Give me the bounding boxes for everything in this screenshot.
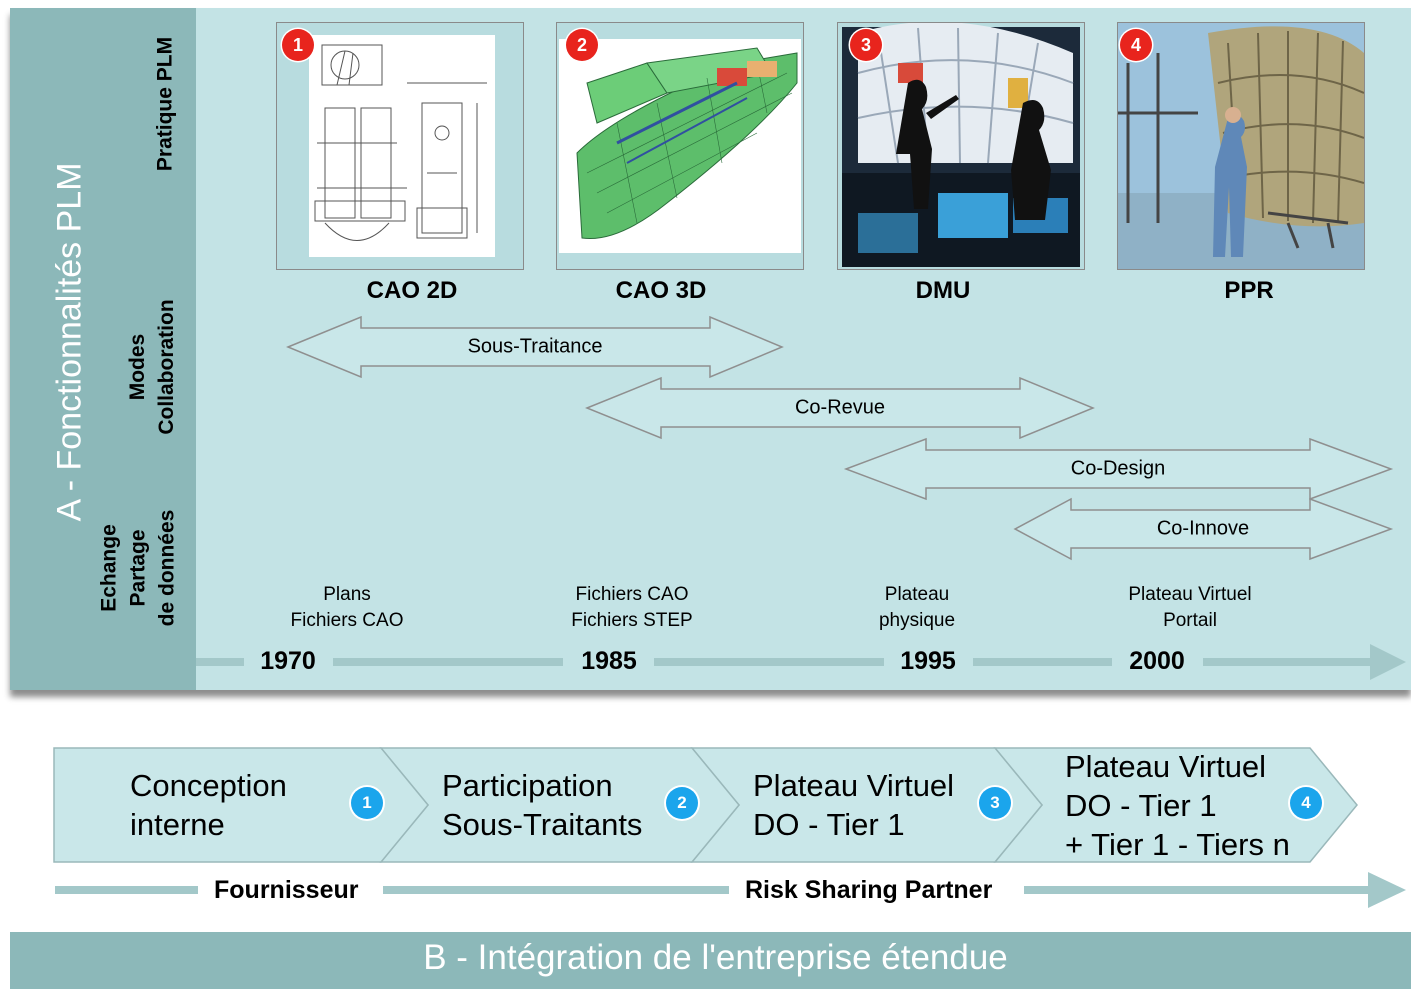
year-2000: 2000 bbox=[1129, 647, 1185, 675]
step-1-line1: Conception bbox=[130, 768, 287, 803]
arrow-co-design bbox=[843, 437, 1394, 501]
year-1985: 1985 bbox=[581, 647, 637, 675]
exchange-2000: Plateau Virtuel Portail bbox=[1080, 582, 1300, 634]
mode-co-design: Co-Design bbox=[1070, 457, 1166, 480]
arrow-co-innove bbox=[1013, 497, 1394, 561]
stage-4-badge: 4 bbox=[1120, 29, 1152, 61]
exchange-1985: Fichiers CAO Fichiers STEP bbox=[522, 582, 742, 634]
mode-co-revue: Co-Revue bbox=[794, 396, 886, 419]
step-3-badge: 3 bbox=[979, 787, 1011, 819]
exchange-1995: Plateau physique bbox=[807, 582, 1027, 634]
ppr-image: 4 bbox=[1117, 22, 1365, 270]
exchange-2000-line1: Plateau Virtuel bbox=[1128, 584, 1252, 605]
exchange-1985-line2: Fichiers STEP bbox=[571, 610, 693, 631]
timeline-label-risk-sharing-partner: Risk Sharing Partner bbox=[745, 876, 993, 904]
step-3-text: Plateau Virtuel DO - Tier 1 bbox=[753, 766, 954, 844]
step-3-line1: Plateau Virtuel bbox=[753, 768, 955, 803]
cao-3d-image: 2 bbox=[556, 22, 804, 270]
exchange-1995-line1: Plateau bbox=[884, 584, 950, 605]
step-1-line2: interne bbox=[130, 807, 225, 842]
step-4-text: Plateau Virtuel DO - Tier 1 + Tier 1 - T… bbox=[1065, 747, 1290, 864]
year-1995: 1995 bbox=[900, 647, 956, 675]
cao-2d-image: 1 bbox=[276, 22, 524, 270]
step-4-line1: Plateau Virtuel bbox=[1065, 749, 1267, 784]
mode-co-innove: Co-Innove bbox=[1156, 517, 1250, 540]
exchange-1985-line1: Fichiers CAO bbox=[575, 584, 689, 605]
year-1970: 1970 bbox=[260, 647, 316, 675]
step-2-badge: 2 bbox=[666, 787, 698, 819]
exchange-1970: Plans Fichiers CAO bbox=[237, 582, 457, 634]
stage-label-cao-2d: CAO 2D bbox=[366, 277, 458, 304]
arrow-co-revue bbox=[585, 376, 1095, 440]
stage-label-ppr: PPR bbox=[1224, 277, 1274, 304]
stage-2-badge: 2 bbox=[566, 29, 598, 61]
step-2-line2: Sous-Traitants bbox=[442, 807, 643, 842]
dmu-image: 3 bbox=[837, 22, 1085, 270]
timeline-label-fournisseur: Fournisseur bbox=[214, 876, 359, 904]
exchange-2000-line2: Portail bbox=[1163, 610, 1217, 631]
stage-3-badge: 3 bbox=[850, 29, 882, 61]
panel-b-title: B - Intégration de l'entreprise étendue bbox=[423, 938, 1008, 977]
step-2-line1: Participation bbox=[442, 768, 613, 803]
step-1-badge: 1 bbox=[351, 787, 383, 819]
panel-b-footer bbox=[10, 932, 1411, 989]
mode-sous-traitance: Sous-Traitance bbox=[467, 335, 603, 358]
exchange-1970-line2: Fichiers CAO bbox=[290, 610, 404, 631]
step-4-badge: 4 bbox=[1290, 787, 1322, 819]
step-4-line2: DO - Tier 1 bbox=[1065, 788, 1217, 823]
stage-label-cao-3d: CAO 3D bbox=[615, 277, 707, 304]
panel-a-sidebar bbox=[10, 8, 196, 690]
stage-label-dmu: DMU bbox=[915, 277, 971, 304]
exchange-1970-line1: Plans bbox=[323, 584, 371, 605]
step-4-line3: + Tier 1 - Tiers n bbox=[1065, 827, 1290, 862]
stage-1-badge: 1 bbox=[282, 29, 314, 61]
exchange-1995-line2: physique bbox=[878, 610, 956, 631]
arrow-sous-traitance bbox=[286, 315, 784, 379]
step-3-line2: DO - Tier 1 bbox=[753, 807, 905, 842]
step-2-text: Participation Sous-Traitants bbox=[442, 766, 642, 844]
chevron-step-1 bbox=[53, 747, 429, 863]
step-1-text: Conception interne bbox=[130, 766, 287, 844]
